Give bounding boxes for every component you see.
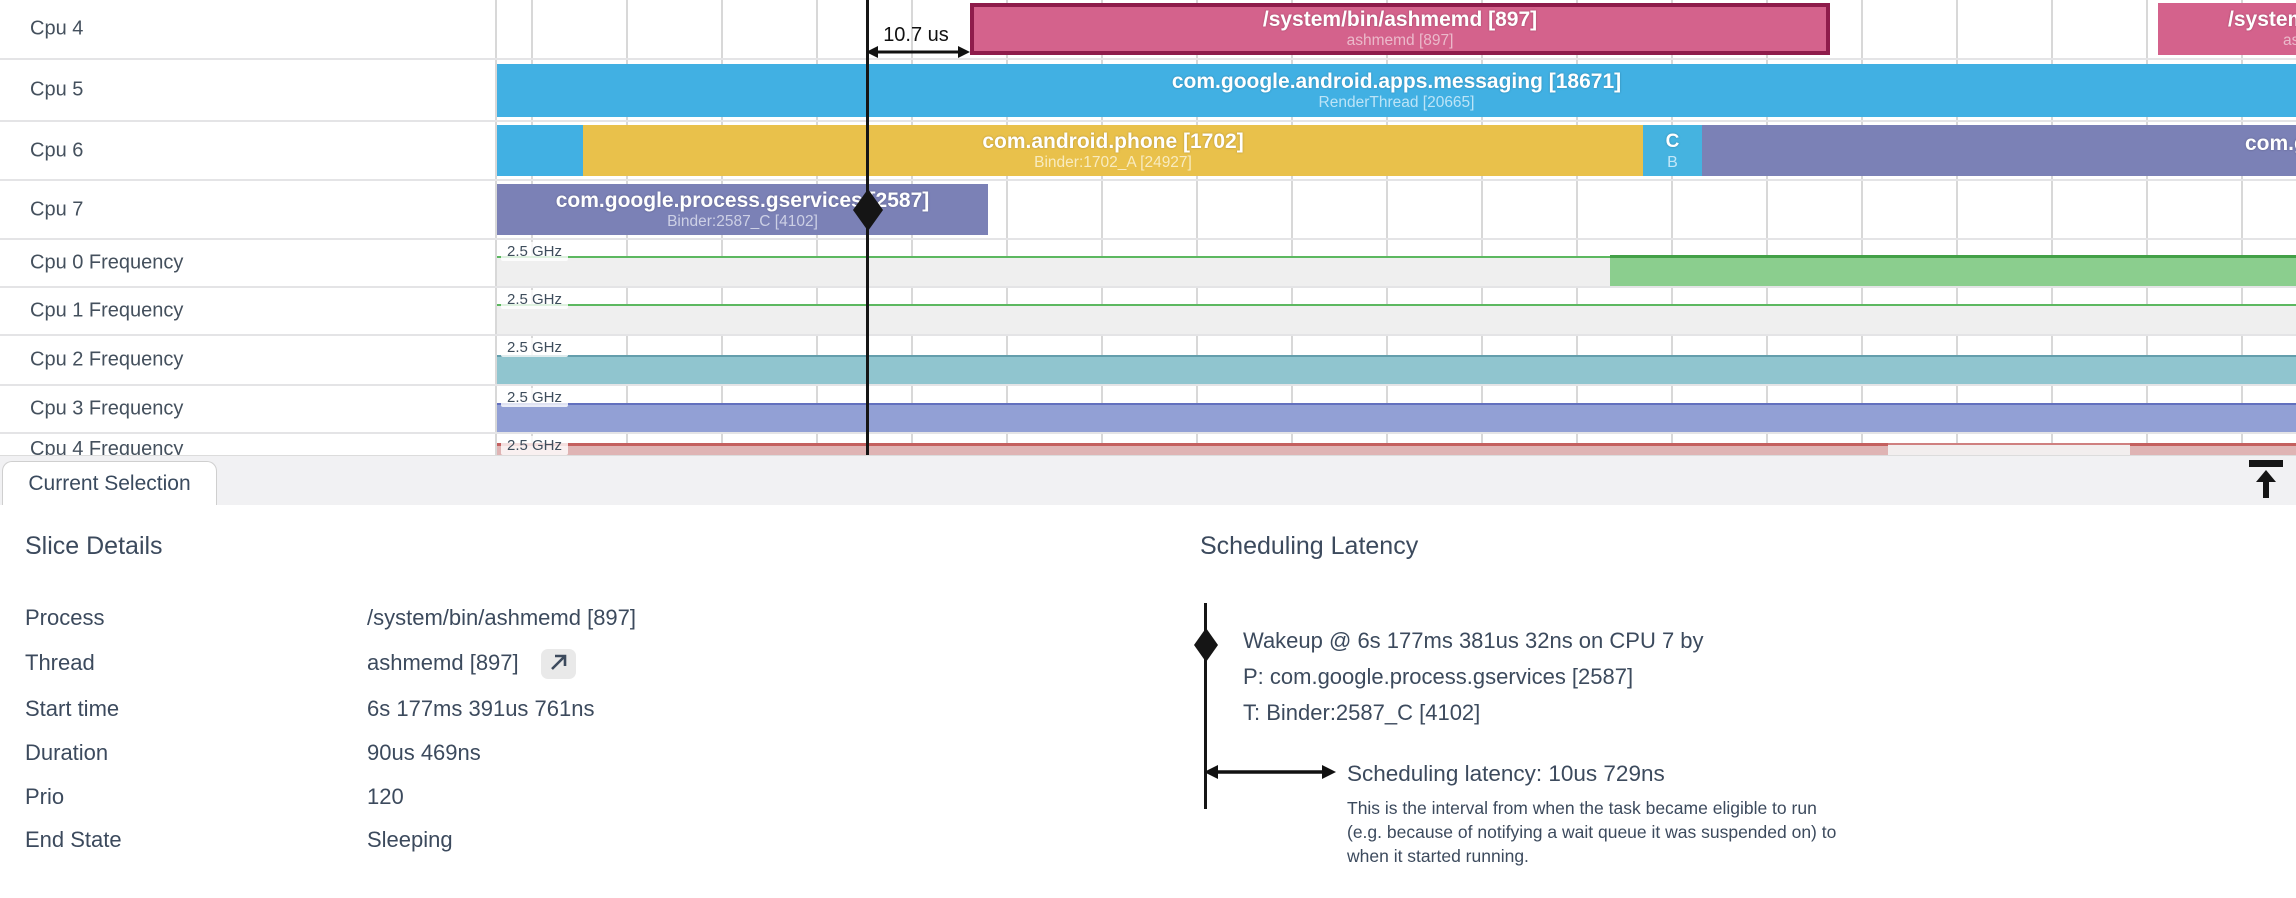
slice-subtitle: Binder:2587_C [4102]: [667, 212, 818, 230]
counter-bar-cpu0-high[interactable]: [1610, 255, 2296, 286]
track-label-cpu-6: Cpu 6: [30, 139, 84, 161]
current-selection-panel: Slice Details Process /system/bin/ashmem…: [0, 505, 2296, 898]
tab-label: Current Selection: [28, 472, 191, 495]
sched-slice-ashmemd-right[interactable]: /system/bin/ashmemd [897] ashmemd [897]: [2158, 3, 2296, 55]
latency-arrow: [1204, 765, 1336, 779]
latency-annotation-arrow: [866, 46, 970, 58]
slice-subtitle: ashmemd [897]: [2283, 32, 2296, 49]
detail-value-thread: ashmemd [897]: [367, 650, 519, 675]
track-row-cpu-3-frequency: Cpu 3 Frequency 2.5 GHz: [0, 386, 2296, 434]
latency-description-line3: when it started running.: [1347, 846, 1529, 866]
track-label-cpu-0-frequency: Cpu 0 Frequency: [30, 251, 184, 274]
counter-value-chip: 2.5 GHz: [501, 436, 569, 455]
track-row-cpu-1-frequency: Cpu 1 Frequency 2.5 GHz: [0, 288, 2296, 336]
track-label-cpu-7: Cpu 7: [30, 198, 84, 220]
latency-description-line2: (e.g. because of notifying a wait queue …: [1347, 822, 1837, 842]
detail-value-prio: 120: [367, 784, 404, 809]
slice-title: com.google.process.gservices [2587]: [555, 188, 930, 212]
slice-title: /system/bin/ashmemd [897]: [1262, 8, 1538, 31]
wakeup-diamond-marker[interactable]: [853, 189, 883, 231]
detail-value-process: /system/bin/ashmemd [897]: [367, 605, 637, 630]
expand-panel-button[interactable]: [2247, 458, 2285, 502]
track-label-cpu-1-frequency: Cpu 1 Frequency: [30, 299, 184, 322]
wakeup-info-line2: P: com.google.process.gservices [2587]: [1243, 664, 1634, 689]
track-label-cpu-4-frequency: Cpu 4 Frequency: [30, 438, 184, 455]
counter-bar-cpu4f-low[interactable]: [1888, 443, 2130, 455]
timeline-area: Cpu 4 /system/bin/ashmemd [897] ashmemd …: [0, 0, 2296, 455]
latency-value-line: Scheduling latency: 10us 729ns: [1347, 761, 1665, 786]
counter-bar-cpu1[interactable]: [497, 304, 2296, 334]
sched-slice-phone[interactable]: com.android.phone [1702] Binder:1702_A […: [583, 125, 1643, 176]
track-row-cpu-7: Cpu 7 com.google.process.gservices [2587…: [0, 181, 2296, 240]
sched-slice-gservices[interactable]: com.google.process.gservices [2587] Bind…: [497, 184, 988, 235]
wakeup-info-line1: Wakeup @ 6s 177ms 381us 32ns on CPU 7 by: [1243, 628, 1704, 653]
counter-value-chip: 2.5 GHz: [501, 290, 569, 309]
track-row-cpu-5: Cpu 5 com.google.android.apps.messaging …: [0, 60, 2296, 122]
detail-label-start-time: Start time: [25, 696, 120, 721]
counter-bar-cpu0-low[interactable]: [497, 256, 1610, 286]
detail-label-thread: Thread: [25, 650, 95, 675]
track-row-cpu-4: Cpu 4 /system/bin/ashmemd [897] ashmemd …: [0, 0, 2296, 60]
slice-subtitle: ashmemd [897]: [1346, 32, 1454, 49]
latency-annotation-label: 10.7 us: [883, 24, 949, 46]
counter-bar-cpu3[interactable]: [497, 403, 2296, 432]
track-row-cpu-2-frequency: Cpu 2 Frequency 2.5 GHz: [0, 336, 2296, 386]
track-label-cpu-4: Cpu 4: [30, 17, 84, 40]
slice-title: com.android.phone [1702]: [982, 129, 1244, 153]
sched-slice-gservices-right[interactable]: com.google.process.gservices [2587]: [1702, 125, 2296, 176]
dock-to-top-icon: [2249, 460, 2283, 498]
detail-value-end-state: Sleeping: [367, 827, 453, 852]
latency-diagram-vline: [1204, 603, 1207, 809]
detail-label-end-state: End State: [25, 827, 122, 852]
slice-details-heading: Slice Details: [25, 532, 163, 560]
track-label-cpu-5: Cpu 5: [30, 78, 84, 101]
track-label-cpu-3-frequency: Cpu 3 Frequency: [30, 397, 184, 420]
external-link-icon: [551, 654, 567, 670]
scheduling-latency-heading: Scheduling Latency: [1200, 532, 1419, 560]
detail-label-process: Process: [25, 605, 105, 630]
sched-slice-blue-left[interactable]: [497, 125, 583, 176]
track-panel-divider: [495, 0, 497, 455]
counter-value-chip: 2.5 GHz: [501, 338, 569, 357]
slice-subtitle: B: [1667, 153, 1678, 171]
slice-title: com.google.process.gservices [2587]: [2245, 132, 2296, 155]
counter-bar-cpu4f-high-right[interactable]: [2130, 443, 2296, 455]
thread-link-button[interactable]: [541, 649, 576, 679]
slice-title: C: [1665, 130, 1680, 152]
counter-bar-cpu2[interactable]: [497, 355, 2296, 384]
detail-label-prio: Prio: [25, 784, 65, 809]
counter-value-chip: 2.5 GHz: [501, 388, 569, 407]
track-row-cpu-0-frequency: Cpu 0 Frequency 2.5 GHz: [0, 240, 2296, 288]
wakeup-info-line3: T: Binder:2587_C [4102]: [1243, 700, 1481, 725]
sched-slice-truncated-cb[interactable]: C B: [1643, 125, 1702, 176]
slice-title: com.google.android.apps.messaging [18671…: [1171, 69, 1622, 93]
slice-subtitle: Binder:1702_A [24927]: [1034, 153, 1192, 171]
slice-title: /system/bin/ashmemd [897]: [2228, 8, 2296, 31]
counter-bar-cpu4f-high-left[interactable]: [497, 443, 1888, 455]
sched-slice-messaging[interactable]: com.google.android.apps.messaging [18671…: [497, 64, 2296, 117]
detail-value-duration: 90us 469ns: [367, 740, 481, 765]
details-tab-bar: Current Selection: [0, 455, 2296, 506]
tab-current-selection[interactable]: Current Selection: [2, 461, 217, 506]
latency-description-line1: This is the interval from when the task …: [1347, 798, 1817, 818]
track-row-cpu-6: Cpu 6 com.android.phone [1702] Binder:17…: [0, 122, 2296, 181]
counter-value-chip: 2.5 GHz: [501, 242, 569, 261]
track-label-cpu-2-frequency: Cpu 2 Frequency: [30, 348, 184, 371]
slice-subtitle: RenderThread [20665]: [1318, 93, 1475, 111]
latency-diagram-diamond: [1194, 628, 1218, 662]
detail-label-duration: Duration: [25, 740, 109, 765]
track-row-cpu-4-frequency: Cpu 4 Frequency 2.5 GHz: [0, 434, 2296, 455]
sched-slice-ashmemd-selected[interactable]: /system/bin/ashmemd [897] ashmemd [897]: [970, 3, 1830, 55]
detail-value-start-time: 6s 177ms 391us 761ns: [367, 696, 595, 721]
